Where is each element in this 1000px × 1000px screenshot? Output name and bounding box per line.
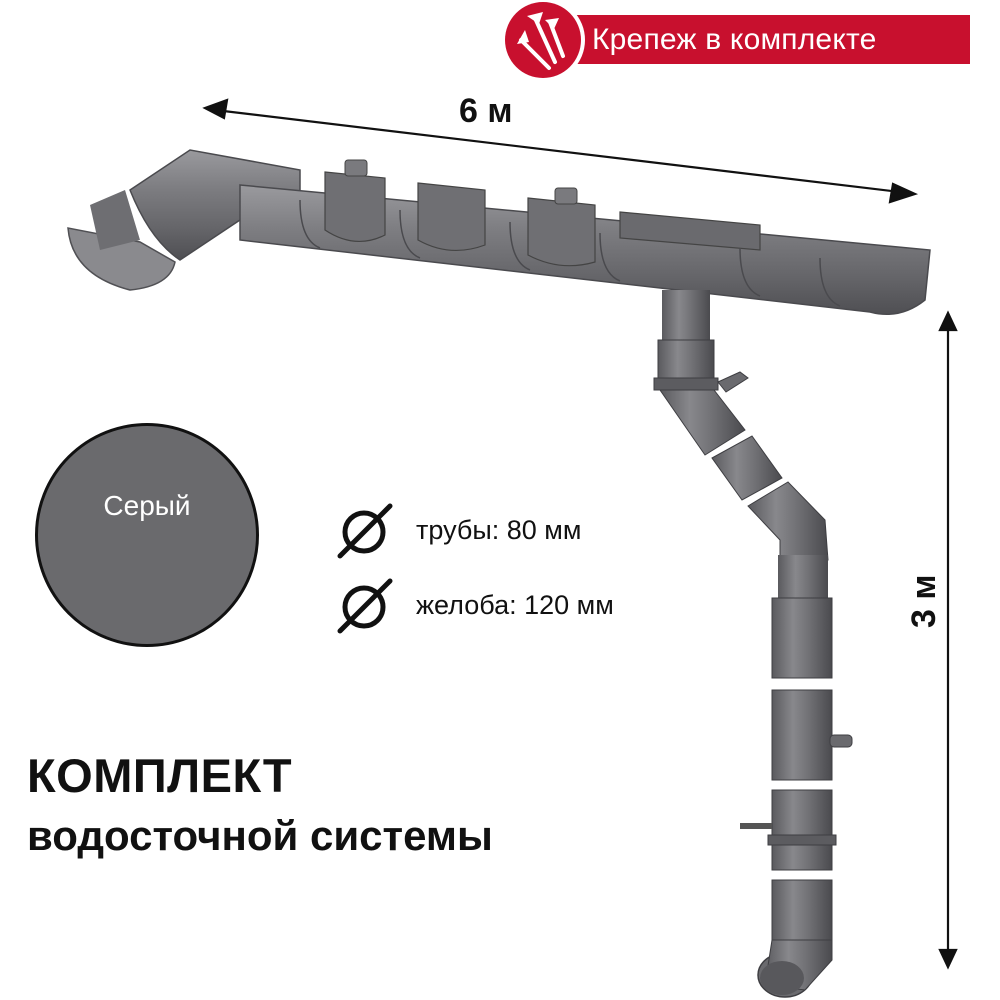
spec-label: желоба: 120 мм xyxy=(416,589,614,620)
height-label: 3 м xyxy=(905,574,943,628)
spec-gutter-diameter: желоба: 120 мм xyxy=(336,575,614,635)
fasteners-included-badge xyxy=(570,15,970,64)
badge-label: Крепеж в комплекте xyxy=(592,23,877,56)
color-swatch-label: Серый xyxy=(103,490,191,521)
badge-circle xyxy=(505,2,581,78)
spec-pipe-diameter: трубы: 80 мм xyxy=(336,500,581,560)
page-subtitle: водосточной системы xyxy=(27,812,493,859)
diameter-icon xyxy=(337,503,393,559)
page-title: КОМПЛЕКТ xyxy=(27,749,293,802)
length-dimension-arrow xyxy=(202,98,919,204)
downpipe xyxy=(653,290,853,998)
height-dimension-arrow xyxy=(938,310,958,970)
length-label: 6 м xyxy=(459,92,513,130)
screws-icon xyxy=(517,12,565,70)
color-swatch xyxy=(35,423,259,647)
diameter-icon xyxy=(337,578,393,634)
spec-label: трубы: 80 мм xyxy=(416,514,582,545)
gutter-run xyxy=(67,149,931,315)
